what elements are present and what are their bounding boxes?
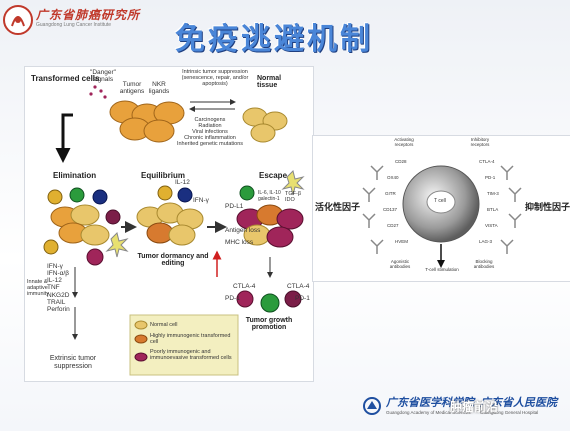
institute-name: 广东省肺癌研究所 — [36, 8, 141, 22]
legend-normal-cell: Normal cell — [150, 322, 178, 328]
tumor-antigens-label: Tumor antigens — [119, 81, 145, 96]
pdl1-label: PD-L1 — [225, 203, 244, 210]
receptor-hvem: HVEM — [395, 239, 409, 244]
extrinsic-suppression-label: Extrinsic tumor suppression — [49, 355, 97, 370]
footer-logos: 广东省医学科学院 Guangdong Academy of Medical Sc… — [360, 390, 570, 430]
ctla4-left-label: CTLA-4 — [233, 283, 256, 290]
cause-item: Inherited genetic mutations — [176, 141, 244, 148]
tcell-artwork — [362, 165, 522, 268]
legend-highly-immunogenic: Highly immunogenic transformed cell — [150, 333, 231, 346]
factor-item: IFN-α/β — [47, 270, 69, 278]
tcell-receptor-diagram: 活化性因子 抑制性因子 Activating receptors Inhibit… — [312, 135, 570, 282]
normal-tissue-label: Normal tissue — [257, 75, 282, 89]
escape-heading: Escape — [259, 171, 288, 180]
innate-immunity-label: Innate & adaptive immunity — [27, 279, 50, 298]
academy-emblem-icon — [363, 397, 381, 415]
growth-cells — [236, 290, 302, 313]
tumor-dormancy-label: Tumor dormancy and editing — [137, 253, 209, 267]
receptor-ctla4: CTLA-4 — [479, 159, 495, 164]
receptor-cd27: CD27 — [387, 223, 399, 228]
pd1-left-label: PD-1 — [225, 295, 240, 302]
ifng-label: IFN-γ — [193, 197, 209, 204]
receptor-lag3: LAG-3 — [479, 239, 493, 244]
tcell-label: T cell — [434, 198, 446, 204]
factor-item: IFN-γ — [47, 263, 63, 270]
tumor-growth-label: Tumor growth promotion — [245, 317, 293, 331]
slide-title: 免疫逃避机制 — [175, 22, 373, 57]
il12-label: IL-12 — [175, 179, 190, 186]
factor-item: NKG2D — [47, 291, 70, 299]
il6-il10-label: IL-6, IL-10 galectin-1 — [258, 190, 281, 202]
immunoediting-diagram: Transformed cells "Danger" signals Tumor… — [24, 66, 314, 382]
causes-list: Carcinogens Radiation Viral infections C… — [165, 117, 255, 147]
cause-item: Viral infections — [192, 129, 228, 136]
immunoediting-artwork — [43, 85, 305, 376]
activating-receptors-label: Activating receptors — [394, 137, 414, 147]
equilibrium-cluster — [136, 185, 204, 246]
factor-item: IL-12 — [47, 277, 62, 285]
receptor-tim3: TIM-3 — [487, 191, 499, 196]
pd1-right-label: PD-1 — [295, 295, 310, 302]
hospital-name-en: Guangdong General Hospital — [480, 410, 539, 415]
tcell-stimulation-label: T-cell stimulation — [425, 267, 459, 272]
institute-name-en: Guangdong Lung Cancer Institute — [36, 22, 112, 28]
academy-name: 广东省医学科学院 — [386, 396, 474, 409]
academy-name-en: Guangdong Academy of Medical Sciences — [386, 410, 471, 415]
institute-emblem-icon — [3, 5, 33, 35]
activating-factors-label: 活化性因子 — [315, 202, 361, 212]
cause-item: Radiation — [198, 123, 222, 130]
factor-item: TRAIL — [47, 298, 66, 306]
institute-logo — [2, 2, 152, 42]
watermark-text: 肿瘤前沿 — [450, 400, 499, 414]
elimination-factors: IFN-γ IFN-α/β IL-12 TNF NKG2D TRAIL Perf… — [47, 263, 70, 313]
receptor-vista: VISTA — [485, 223, 498, 228]
receptor-cd137: CD137 — [383, 207, 398, 212]
factor-item: TNF — [47, 284, 60, 292]
transformed-cells-label: Transformed cells — [31, 74, 100, 83]
normal-tissue-cluster — [242, 107, 288, 143]
intrinsic-suppression-label: Intrinsic tumor suppression (senescence,… — [181, 69, 249, 88]
receptor-ox40: OX40 — [387, 175, 399, 180]
inhibitory-receptors-label: Inhibitory receptors — [470, 137, 490, 147]
tgfb-ido-label: TGF-β IDO — [285, 191, 301, 204]
cause-item: Carcinogens — [194, 117, 226, 123]
inhibitory-factors-label: 抑制性因子 — [525, 202, 570, 212]
nkr-ligands-label: NKR ligands — [148, 81, 170, 96]
danger-signals-label: "Danger" signals — [90, 69, 116, 84]
receptor-cd28: CD28 — [395, 159, 407, 164]
legend-poorly-immunogenic: Poorly immunogenic and immunoevasive tra… — [150, 349, 232, 362]
equilibrium-heading: Equilibrium — [141, 171, 185, 180]
hospital-name: 广东省人民医院 — [480, 396, 557, 409]
factor-item: Perforin — [47, 305, 70, 313]
blocking-antibodies-label: Blocking antibodies — [473, 259, 495, 269]
receptor-gitr: GITR — [385, 191, 396, 196]
cause-item: Chronic inflammation — [184, 135, 236, 142]
ctla4-right-label: CTLA-4 — [287, 283, 310, 290]
mhc-loss-label: MHC loss — [225, 239, 254, 246]
receptor-pd1: PD-1 — [485, 175, 496, 180]
receptor-btla: BTLA — [487, 207, 499, 212]
agonistic-antibodies-label: Agonistic antibodies — [389, 259, 411, 269]
escape-cluster — [236, 170, 305, 248]
transformed-cells-cluster — [89, 85, 185, 143]
antigen-loss-label: Antigen loss — [225, 227, 261, 234]
elimination-cluster — [43, 187, 129, 266]
elimination-heading: Elimination — [53, 171, 97, 180]
